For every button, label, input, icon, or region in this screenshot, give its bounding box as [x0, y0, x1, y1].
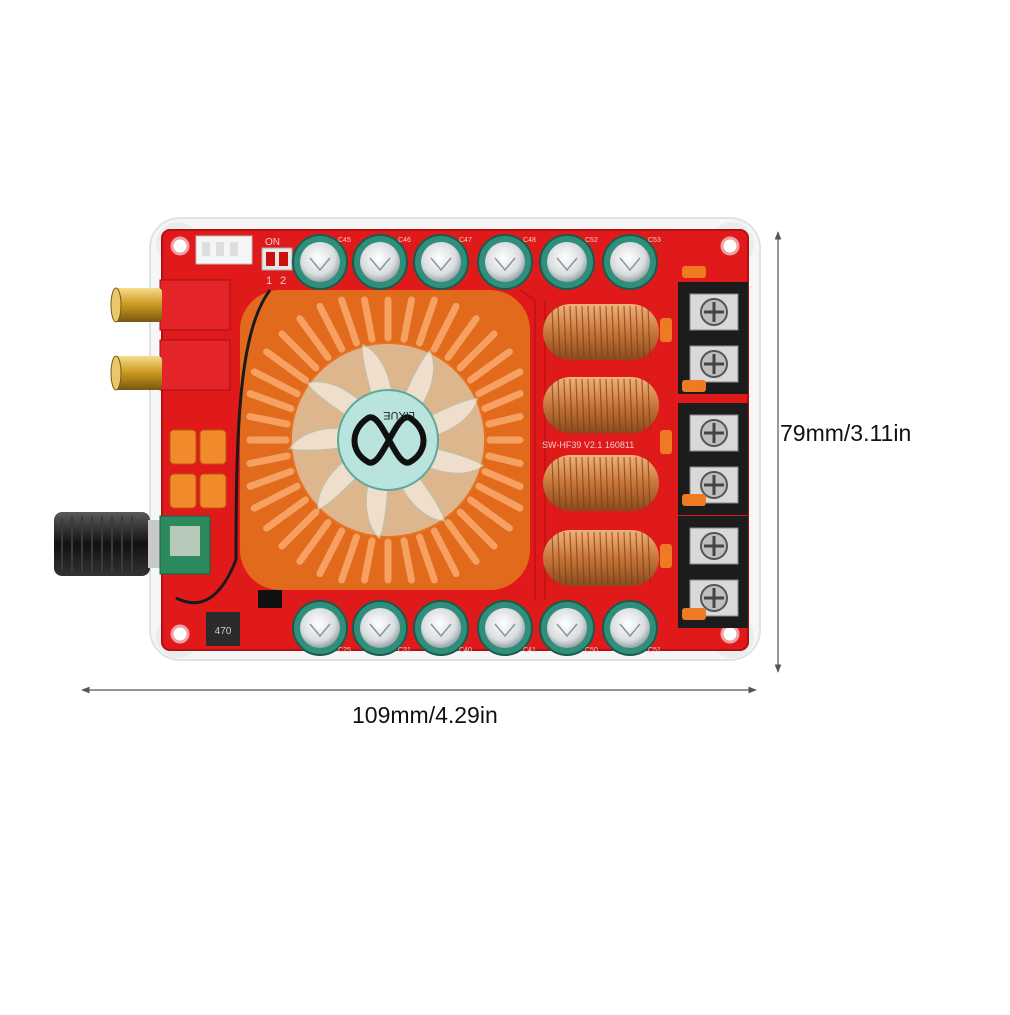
dip-switch [261, 247, 293, 271]
model-marking: SW-HF39 V2.1 160811 [542, 440, 634, 450]
capacitor-label: C47 [459, 237, 472, 244]
volume-knob [54, 512, 211, 576]
bottom-capacitor-row: C25 C31 C40 C41 C50 C51 [292, 600, 661, 656]
inductor-marking: 470 [215, 626, 232, 637]
capacitor-label: C48 [523, 237, 536, 244]
fan-logo-text: LIXUE [383, 409, 415, 421]
cooling-fan: LIXUE [288, 343, 485, 540]
film-capacitors [169, 429, 227, 509]
capacitor-label: C50 [585, 647, 598, 654]
capacitor-label: C51 [648, 647, 661, 654]
capacitor-label: C45 [338, 237, 351, 244]
capacitor-label: C25 [338, 647, 351, 654]
rca-input-jacks [110, 279, 231, 391]
smd-components: 470 [206, 266, 706, 646]
capacitor-label: C41 [523, 647, 536, 654]
height-dimension-label: 79mm/3.11in [780, 420, 912, 446]
capacitor-label: C40 [459, 647, 472, 654]
top-connector [195, 235, 253, 265]
width-dimension-label: 109mm/4.29in [352, 702, 498, 728]
top-capacitor-row: C45 C46 C47 C48 C52 C53 [292, 234, 661, 290]
capacitor-label: C52 [585, 237, 598, 244]
capacitor-label: C46 [398, 237, 411, 244]
capacitor-label: C31 [398, 647, 411, 654]
capacitor-label: C53 [648, 237, 661, 244]
signal-wire [175, 559, 238, 605]
dip-switch-pos-2: 2 [280, 275, 286, 287]
dip-switch-label: ON [265, 237, 280, 248]
output-inductors [543, 304, 659, 586]
speaker-terminals [678, 282, 748, 628]
dip-switch-pos-1: 1 [266, 275, 272, 287]
